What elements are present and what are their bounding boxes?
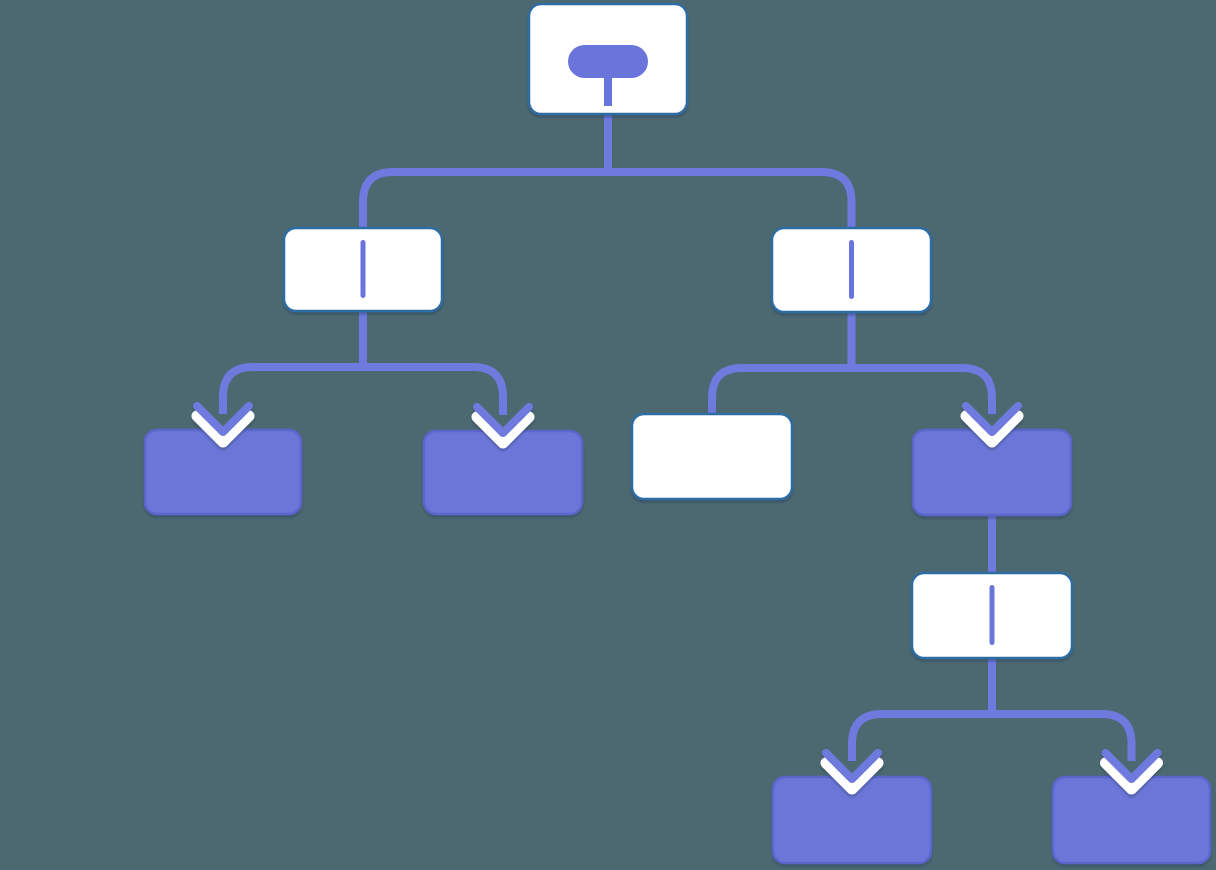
- cursor-bar-icon: [849, 240, 854, 299]
- connector-branch: [708, 364, 996, 418]
- cursor-bar-icon: [360, 240, 366, 298]
- chevron-white: [820, 757, 884, 795]
- node-layer: [143, 2, 1212, 865]
- chevron-purple: [193, 402, 253, 436]
- node-child-node-plain[interactable]: [630, 412, 794, 501]
- node-branch-node-right[interactable]: [770, 226, 933, 314]
- chevron-purple: [962, 402, 1022, 436]
- chevron-white: [960, 410, 1024, 448]
- arrowhead-layer: [191, 402, 1163, 795]
- cursor-bar-icon: [989, 585, 995, 645]
- arrow-chevron-icon: [471, 403, 535, 449]
- chevron-white: [471, 411, 535, 449]
- arrow-chevron-icon: [960, 402, 1024, 448]
- arrow-chevron-icon: [191, 402, 255, 448]
- node-branch-node-left[interactable]: [282, 226, 444, 313]
- connector-branch: [219, 363, 507, 415]
- chevron-purple: [822, 749, 882, 783]
- chevron-purple: [473, 403, 533, 437]
- pill-stem-icon: [604, 74, 612, 106]
- connector-layer: [219, 112, 1136, 761]
- node-branch-node-bottom[interactable]: [910, 571, 1074, 660]
- connector-branch: [359, 168, 856, 232]
- arrow-chevron-icon: [820, 749, 884, 795]
- pill-glyph-icon: [568, 45, 648, 78]
- node-root-node[interactable]: [527, 2, 689, 116]
- chevron-white: [1100, 757, 1163, 795]
- connector-branch: [848, 710, 1136, 761]
- chevron-white: [191, 410, 255, 448]
- arrow-chevron-icon: [1100, 749, 1163, 795]
- chevron-purple: [1101, 749, 1162, 783]
- white-node-box[interactable]: [630, 412, 794, 501]
